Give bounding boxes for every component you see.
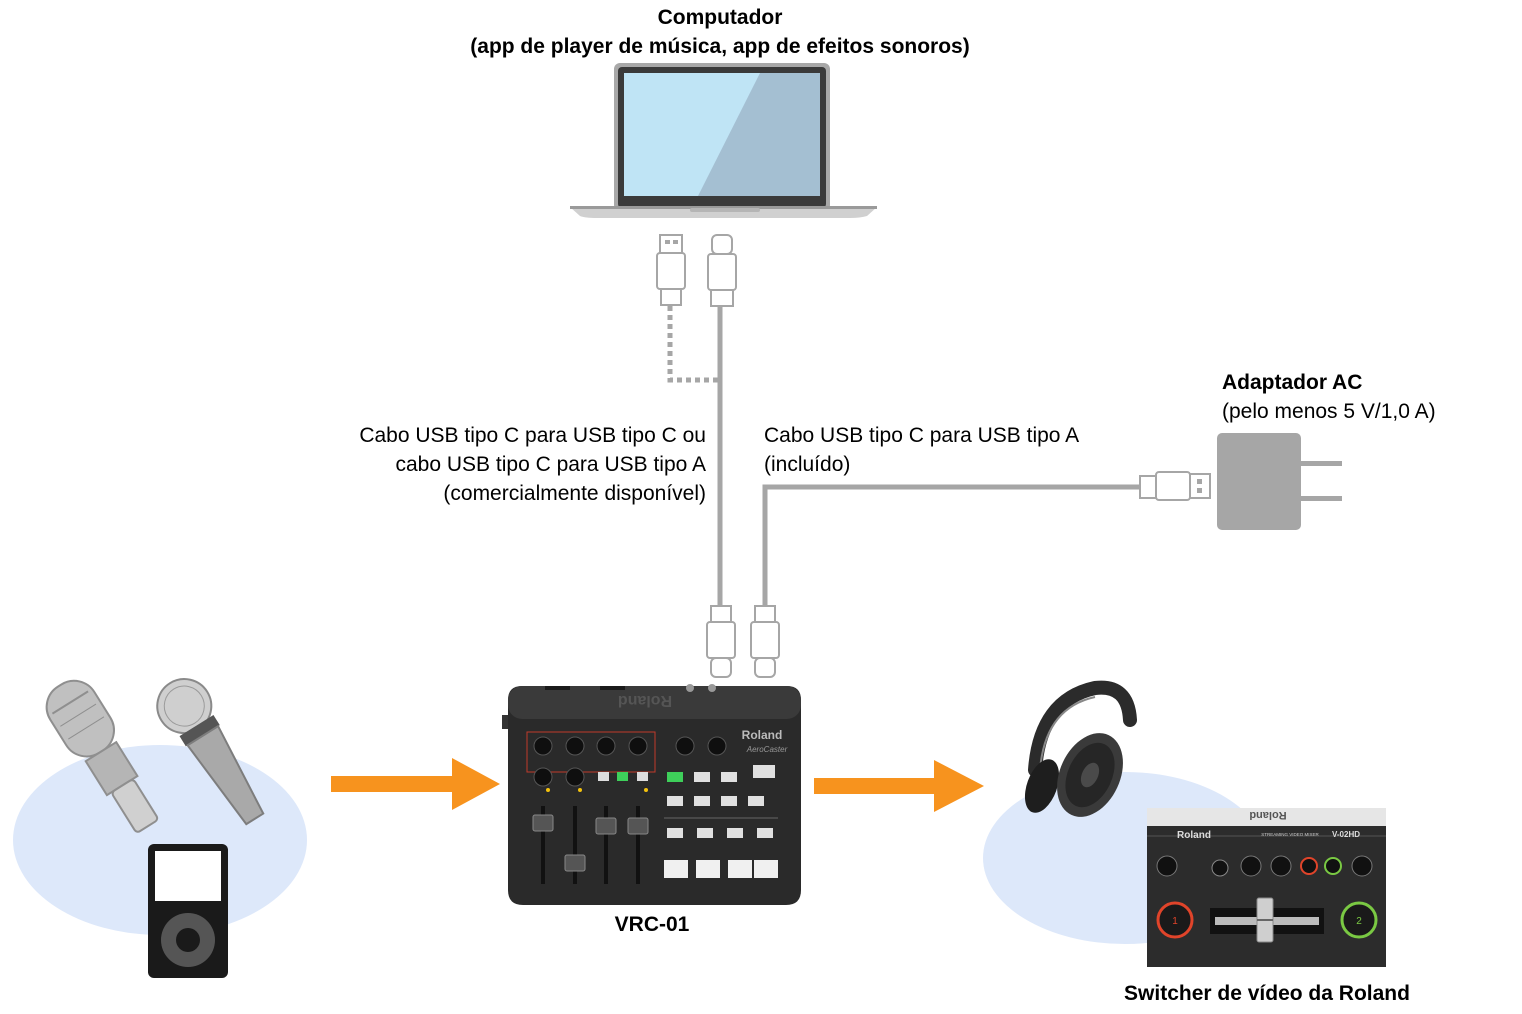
- cable-left-line2: cabo USB tipo C para USB tipo A: [395, 453, 707, 476]
- usb-a-plug-icon: [656, 234, 686, 306]
- headphones-icon: [1024, 680, 1137, 817]
- computer-title: Computador: [657, 6, 783, 29]
- ac-adapter-icon: [1217, 433, 1342, 530]
- mixer-model-text: AeroCaster: [746, 745, 788, 754]
- cable-left-line1: Cabo USB tipo C para USB tipo C ou: [359, 424, 706, 447]
- condenser-microphone-icon: [45, 679, 159, 833]
- usb-c-plug-icon: [707, 234, 737, 307]
- cable-right-line2: (incluído): [764, 453, 851, 476]
- video-switcher-icon: [1147, 808, 1386, 967]
- optional-usb-a-cable: [667, 306, 720, 383]
- vrc01-mixer-icon: [502, 684, 801, 905]
- laptop-icon: [570, 63, 877, 218]
- input-arrow-icon: [331, 758, 500, 810]
- mixer-brand-text: Roland: [742, 728, 783, 742]
- usb-c-plug-mixer-power-icon: [750, 605, 780, 678]
- usb-a-plug-adapter-icon: [1139, 471, 1211, 501]
- switcher-input2-button: 2: [1356, 916, 1362, 927]
- switcher-input1-button: 1: [1172, 916, 1178, 927]
- cable-right-line1: Cabo USB tipo C para USB tipo A: [764, 424, 1080, 447]
- mixer-label: VRC-01: [614, 913, 690, 936]
- usb-c-plug-mixer-computer-icon: [706, 605, 736, 678]
- switcher-brand-text: Roland: [1177, 830, 1211, 841]
- switcher-subtitle-text: STREAMING VIDEO MIXER: [1261, 832, 1319, 837]
- output-arrow-icon: [814, 760, 984, 812]
- switcher-brand-upside-down: Roland: [1249, 809, 1286, 821]
- mixer-brand-upside-down: Roland: [618, 692, 672, 709]
- usb-cable-to-adapter: [762, 484, 1140, 606]
- cable-left-line3: (comercialmente disponível): [443, 482, 706, 505]
- music-player-icon: [148, 844, 228, 978]
- adapter-title: Adaptador AC: [1222, 371, 1363, 394]
- switcher-model-text: V-02HD: [1332, 830, 1360, 839]
- adapter-spec: (pelo menos 5 V/1,0 A): [1222, 400, 1436, 423]
- switcher-label: Switcher de vídeo da Roland: [1124, 982, 1410, 1005]
- dynamic-microphone-icon: [156, 678, 265, 826]
- computer-subtitle: (app de player de música, app de efeitos…: [470, 35, 970, 58]
